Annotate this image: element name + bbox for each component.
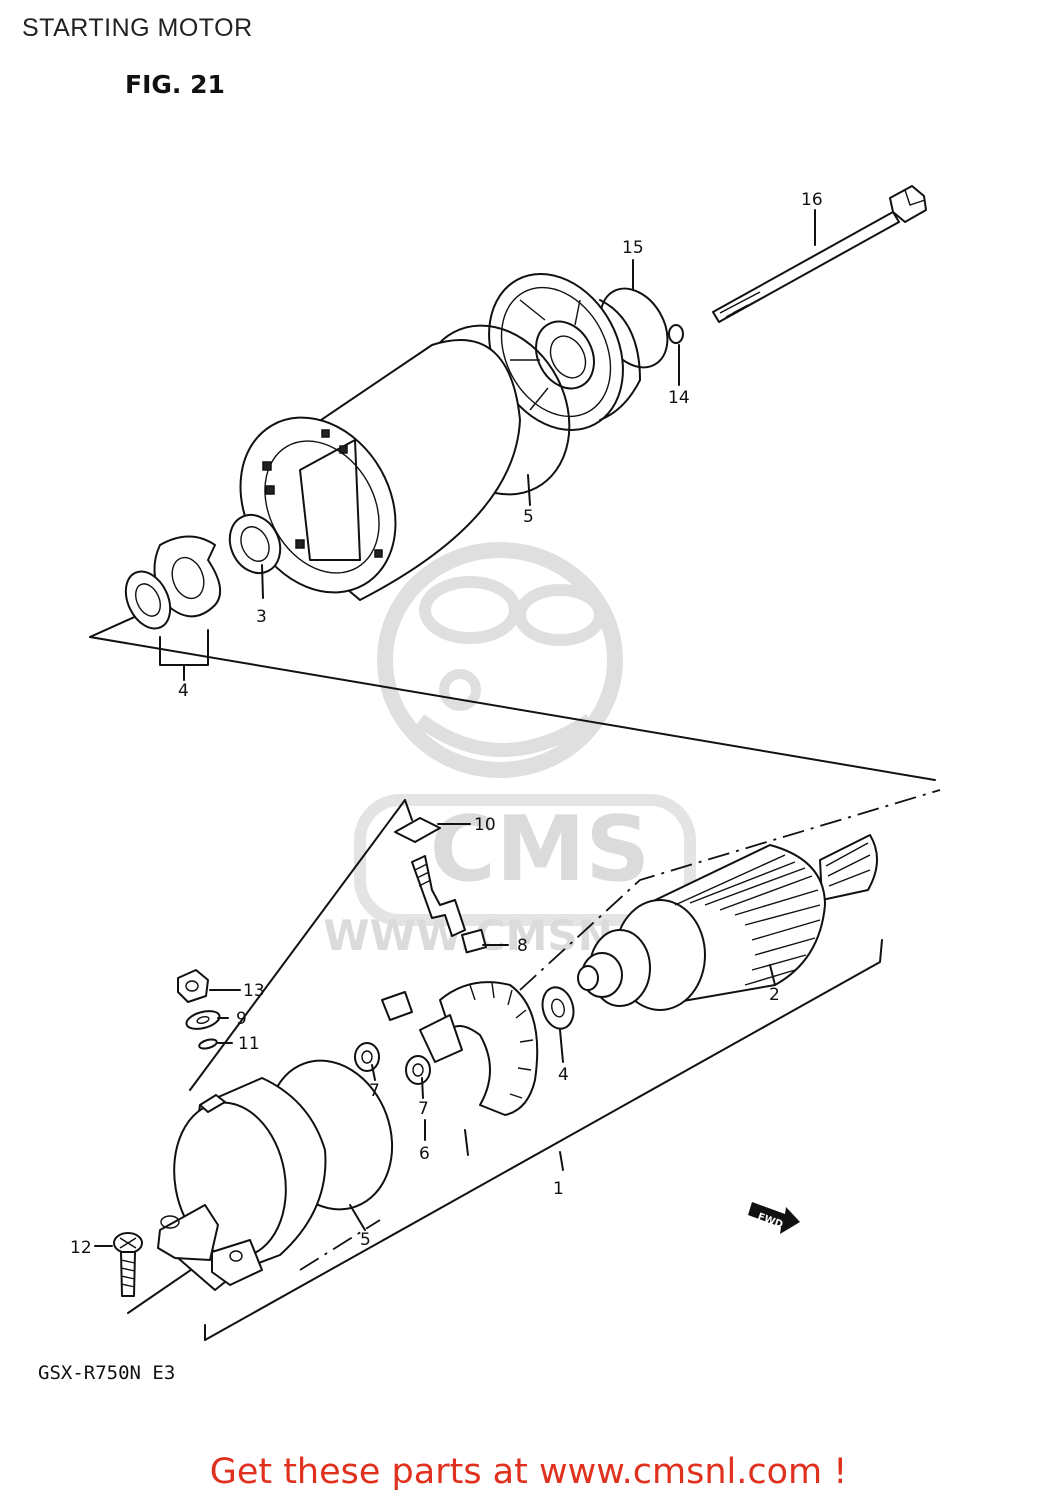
- armature: [577, 834, 878, 1011]
- page-title: STARTING MOTOR: [22, 14, 253, 42]
- callout-5-lower: 5: [360, 1230, 371, 1250]
- bearing-pair: [354, 1042, 431, 1085]
- model-code: GSX-R750N E3: [38, 1362, 176, 1384]
- callout-15: 15: [622, 238, 644, 258]
- figure-label: FIG. 21: [125, 70, 225, 99]
- rear-end-cover: [488, 272, 641, 432]
- callout-5-upper: 5: [523, 507, 534, 527]
- callout-13: 14: [668, 388, 690, 408]
- through-bolt: [712, 185, 927, 323]
- callout-8: 8: [517, 936, 528, 956]
- callout-7-b: 7: [418, 1099, 429, 1119]
- callout-leaders: [94, 209, 816, 1247]
- callout-14: 12: [70, 1238, 92, 1258]
- washer-lower: [541, 986, 575, 1030]
- brush-holder-plate: [381, 981, 539, 1116]
- front-end-cover: [157, 1077, 327, 1291]
- shim-set-upper: [124, 535, 222, 630]
- callout-4-lower: 4: [558, 1065, 569, 1085]
- oil-seal: [228, 513, 282, 575]
- callout-1: 1: [553, 1179, 564, 1199]
- callout-9: 9: [236, 1009, 247, 1029]
- terminal-plate: [394, 817, 441, 843]
- promo-link[interactable]: Get these parts at www.cmsnl.com !: [209, 1452, 848, 1492]
- callout-labels: 16 15 14 5 3 4 10 8 2 13 9 11 4 7 7 6 1 …: [70, 190, 823, 1258]
- callout-2: 2: [769, 985, 780, 1005]
- callout-12: 16: [801, 190, 823, 210]
- watermark-logo: CMS WWW.CMSN: [323, 542, 696, 960]
- terminal-nut-set: [177, 969, 221, 1050]
- callout-7-a: 7: [369, 1081, 380, 1101]
- callout-16: 13: [243, 981, 265, 1001]
- callout-11: 11: [238, 1034, 260, 1054]
- callout-3: 3: [256, 607, 267, 627]
- brush-terminal: [411, 855, 487, 954]
- watermark-brand: CMS: [430, 797, 650, 902]
- mounting-screw: [113, 1232, 143, 1297]
- forward-direction-marker: FWD: [748, 1202, 800, 1234]
- callout-10: 10: [474, 815, 496, 835]
- callout-4-upper: 4: [178, 681, 189, 701]
- lower-assembly-frame: [127, 789, 941, 1341]
- callout-6: 6: [419, 1144, 430, 1164]
- washer-13: [668, 324, 684, 344]
